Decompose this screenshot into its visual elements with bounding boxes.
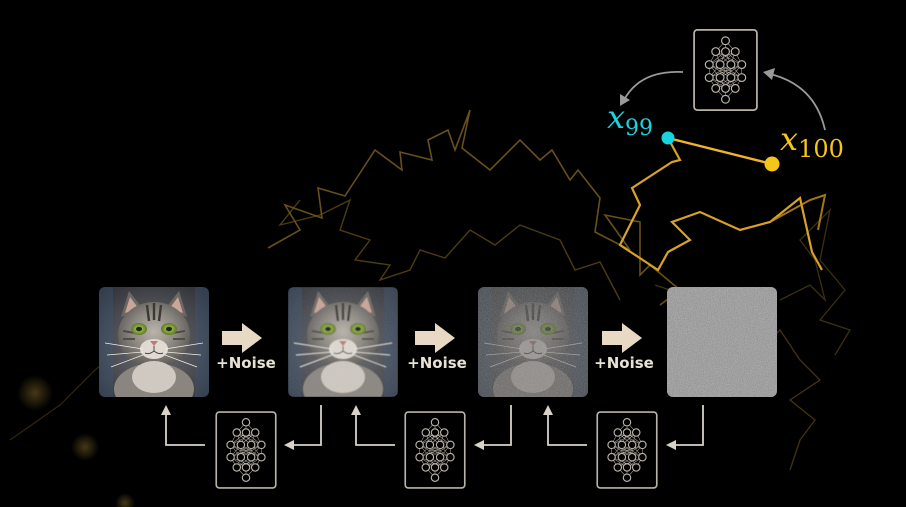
return-arrowhead [543,405,553,415]
return-arrow-icon [290,405,322,446]
right-arc-arrowhead [763,68,775,80]
left-arc-arrow [623,71,684,101]
neural-network-icon [693,28,758,112]
forward-step-2: +Noise [407,323,467,372]
trajectory-highlight [618,136,827,272]
return-arrowhead [161,405,171,415]
return-arrowhead [474,440,484,450]
image-cat-heavy-noise [478,287,588,397]
right-arrow-icon [222,323,262,353]
x100-point [764,156,780,172]
image-pure-noise [667,287,777,397]
trajectory-highlight-path [618,137,823,272]
neural-network-icon [215,411,277,489]
reverse-step-3 [543,405,704,489]
noise-label: +Noise [216,354,276,372]
forward-step-1: +Noise [216,323,276,372]
trajectory-path-a [267,109,682,306]
return-arrow-icon [480,405,512,446]
image-cat-clean [99,287,209,397]
left-arc-arrowhead [620,94,630,106]
image-cat-slight-noise [288,287,398,397]
return-arrowhead [351,405,361,415]
reverse-step-2 [351,405,512,489]
x99-point [661,131,675,145]
neural-network-icon [596,411,658,489]
x100-label: x100 [780,120,844,163]
right-arrow-icon [602,323,642,353]
background-glow [115,493,135,507]
trajectory-highlight-path-2 [769,193,827,231]
right-arc-arrow [769,73,826,131]
noise-label: +Noise [594,354,654,372]
background-glow [71,433,99,461]
x99-to-x100-segment [667,136,773,166]
trajectory-path-d [779,208,851,356]
x99-label: x99 [607,98,653,141]
return-arrow-icon [355,412,395,446]
neural-network-icon [404,411,466,489]
return-arrowhead [666,440,676,450]
noise-label: +Noise [407,354,467,372]
return-arrow-icon [547,412,587,446]
return-arrowhead [284,440,294,450]
right-arrow-icon [415,323,455,353]
denoise-arc-arrows [623,71,826,131]
trajectory-path-b [278,198,621,301]
forward-step-3: +Noise [594,323,654,372]
return-arrow-icon [672,405,704,446]
return-arrow-icon [165,412,205,446]
background-glow [17,375,53,411]
reverse-step-1 [161,405,322,489]
